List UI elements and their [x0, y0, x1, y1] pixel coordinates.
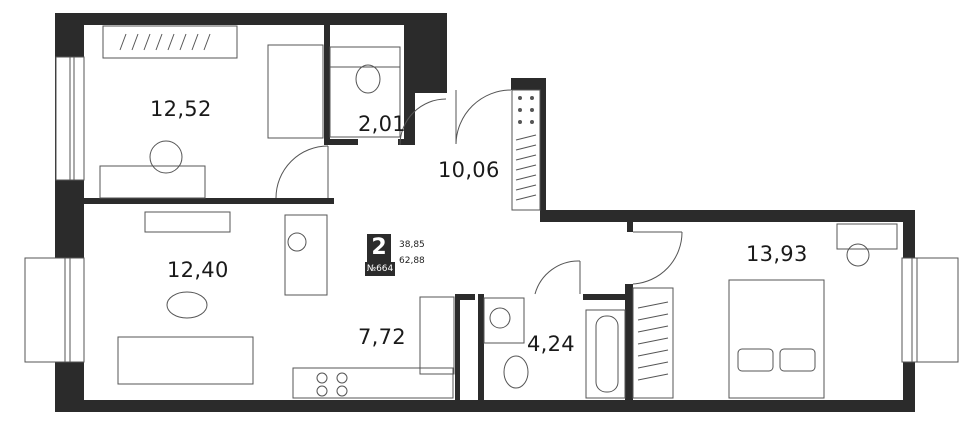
- room-area-kitchen: 7,72: [358, 325, 406, 349]
- living-area-label: 38,85: [399, 240, 425, 250]
- rooms-count-badge: 2: [367, 234, 391, 262]
- room-area-wc: 2,01: [358, 112, 406, 136]
- room-area-living-room: 12,40: [167, 258, 229, 282]
- wardrobe-hatching: [119, 33, 669, 381]
- fixtures: [149, 64, 870, 397]
- room-area-bedroom-right: 13,93: [746, 242, 808, 266]
- room-area-bathroom: 4,24: [527, 332, 575, 356]
- plan-code-badge: №664: [365, 262, 395, 276]
- total-area-label: 62,88: [399, 256, 425, 266]
- room-area-hallway: 10,06: [438, 158, 500, 182]
- room-area-bedroom-left: 12,52: [150, 97, 212, 121]
- interior-walls: [84, 25, 633, 400]
- hob-dots: [518, 96, 534, 124]
- window-frames: [64, 57, 918, 362]
- doors: [275, 89, 683, 295]
